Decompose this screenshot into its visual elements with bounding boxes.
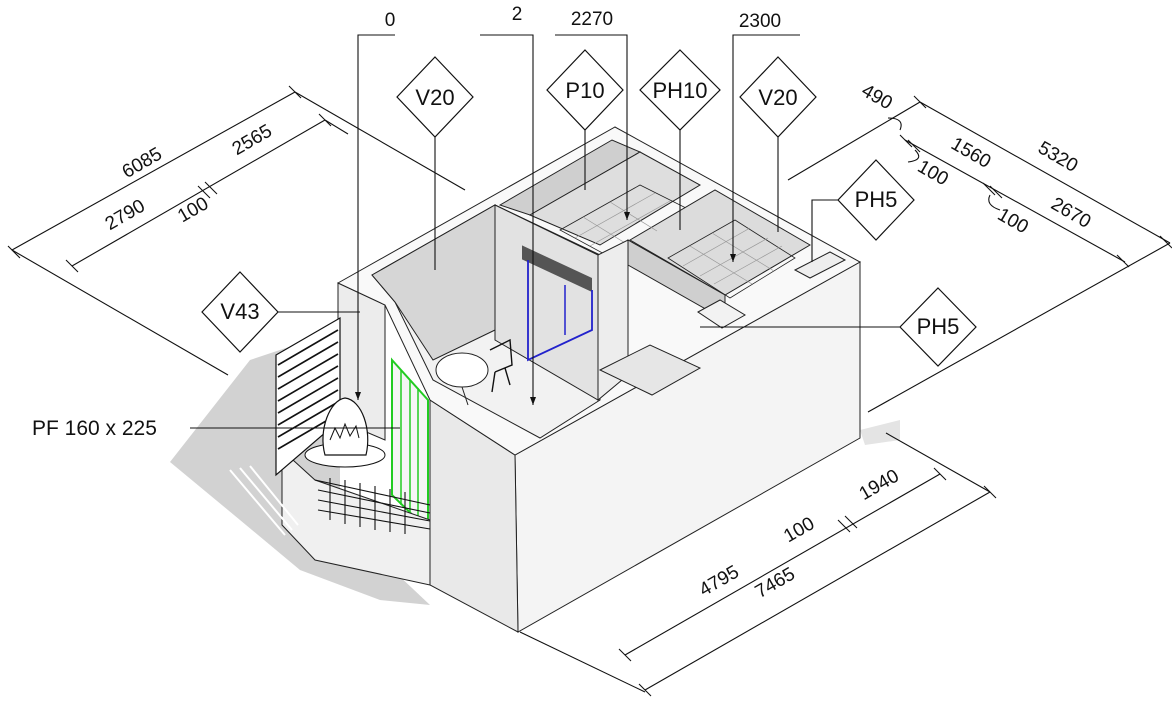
window-mullions — [400, 370, 419, 522]
dim-7465: 7465 — [752, 564, 799, 603]
tag-ph10: PH10 — [639, 49, 721, 131]
tag-label: PH5 — [855, 187, 898, 212]
dim-100-bottom: 100 — [780, 513, 818, 547]
ac-grille — [522, 245, 592, 293]
tag-label: V43 — [220, 299, 259, 324]
tag-ph5-top: PH5 — [837, 159, 915, 241]
dim-2670: 2670 — [1047, 194, 1094, 233]
top-dim-0: 0 — [385, 10, 396, 31]
room-model — [229, 126, 862, 633]
tag-label: P10 — [565, 78, 604, 103]
window-label: PF 160 x 225 — [32, 417, 157, 440]
top-dim-2270: 2270 — [571, 9, 613, 30]
top-dim-2: 2 — [512, 4, 523, 25]
interior-wall-left — [371, 204, 496, 361]
dim-100-left: 100 — [174, 193, 212, 227]
tag-v20-right: V20 — [739, 56, 817, 138]
round-table — [435, 352, 489, 388]
balcony-shadow-stripes — [229, 465, 299, 536]
top-dim-2300: 2300 — [739, 11, 781, 32]
tag-label: V20 — [758, 85, 797, 110]
dim-2790: 2790 — [102, 196, 149, 235]
shelf-right — [793, 251, 847, 279]
tag-label: PH5 — [917, 314, 960, 339]
bath-tiles-2 — [667, 219, 796, 299]
tag-v20-left: V20 — [396, 56, 474, 138]
dim-100-r1: 100 — [914, 156, 952, 190]
tag-ph5-mid: PH5 — [899, 287, 977, 367]
dim-4795: 4795 — [696, 562, 743, 601]
cabinet — [598, 344, 702, 396]
potted-plant — [304, 397, 386, 468]
chair — [489, 338, 513, 393]
dim-490: 490 — [858, 80, 896, 114]
tag-label: V20 — [415, 85, 454, 110]
bath-room-1 — [528, 151, 702, 246]
dim-2565: 2565 — [229, 121, 276, 160]
balcony-grating — [314, 478, 431, 534]
tag-p10: P10 — [546, 49, 624, 131]
door-outline — [527, 260, 593, 362]
cabinet-top — [697, 299, 746, 329]
table-leg — [461, 386, 469, 406]
tag-v43: V43 — [201, 271, 279, 353]
ground-shadow-2 — [860, 420, 900, 445]
dimension-lines — [7, 85, 1172, 697]
tag-label: PH10 — [652, 78, 707, 103]
tile-grid — [574, 192, 783, 285]
leader-lines — [190, 34, 902, 429]
